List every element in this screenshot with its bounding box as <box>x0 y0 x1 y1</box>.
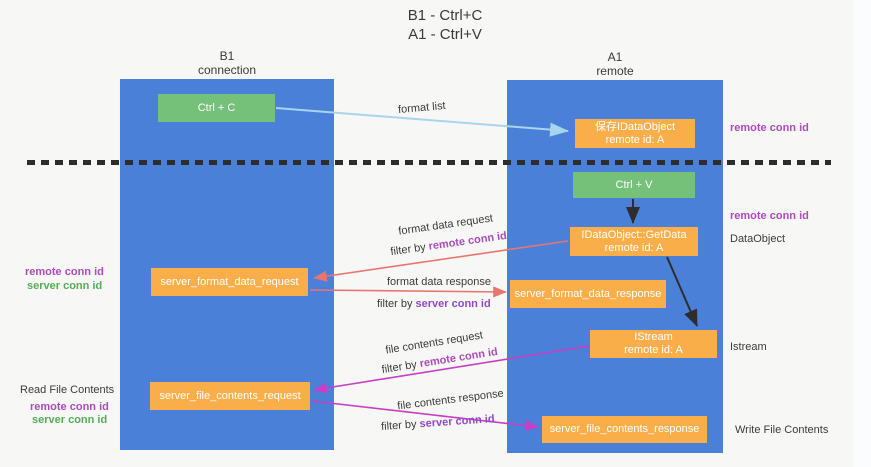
server-conn-id-label-left2: server conn id <box>32 414 108 426</box>
save-idataobject-line2: remote id: A <box>605 133 665 146</box>
read-file-contents-label: Read File Contents <box>20 384 115 396</box>
arrow-format-data-response <box>309 286 507 298</box>
server-format-data-response-node: server_format_data_response <box>510 280 666 308</box>
filter-by-text: filter by <box>377 298 416 310</box>
remote-conn-id-text: remote conn id <box>427 229 508 253</box>
column-b1-name: B1 <box>219 49 235 63</box>
window-edge <box>853 0 871 467</box>
dashed-divider <box>27 160 831 165</box>
server-file-contents-response-node: server_file_contents_response <box>542 416 707 443</box>
istream-line2: remote id: A <box>624 344 683 356</box>
filter-by-text: filter by <box>380 418 420 433</box>
dataobject-label: DataObject <box>730 233 786 245</box>
filter-by-text: filter by <box>389 240 430 259</box>
server-format-data-request-node: server_format_data_request <box>151 268 308 296</box>
diagram-title: B1 - Ctrl+C A1 - Ctrl+V <box>20 6 870 44</box>
format-list-label: format list <box>397 99 447 117</box>
idataobject-getdata-node: IDataObject::GetData remote id: A <box>570 227 698 256</box>
ctrl-c-node: Ctrl + C <box>158 94 275 122</box>
getdata-line2: remote id: A <box>604 241 664 254</box>
write-file-contents-label: Write File Contents <box>735 424 829 436</box>
remote-conn-id-label-top: remote conn id <box>730 122 809 134</box>
format-data-response-label: format data response <box>387 276 491 288</box>
getdata-line1: IDataObject::GetData <box>581 228 687 241</box>
title-line-1: B1 - Ctrl+C <box>407 7 483 24</box>
server-conn-id-label-left1: server conn id <box>27 280 103 292</box>
column-a1-subtitle: remote <box>596 64 634 78</box>
column-header-b1: B1 connection <box>120 49 334 77</box>
file-contents-response-label: file contents response <box>396 387 505 413</box>
column-header-a1: A1 remote <box>507 50 723 78</box>
filter-by-text: filter by <box>380 358 421 377</box>
column-a1-name: A1 <box>607 50 623 64</box>
ctrl-v-node: Ctrl + V <box>573 172 695 198</box>
server-conn-id-text: server conn id <box>415 298 491 310</box>
save-idataobject-node: 保存IDataObject remote id: A <box>575 119 695 148</box>
server-file-contents-request-node: server_file_contents_request <box>150 382 310 410</box>
istream-node: IStream remote id: A <box>590 330 717 358</box>
save-idataobject-line1: 保存IDataObject <box>594 120 676 133</box>
remote-conn-id-label-mid: remote conn id <box>730 210 809 222</box>
filter-by-server-label-2: filter by server conn id <box>381 413 495 433</box>
istream-line1: IStream <box>634 331 673 343</box>
server-conn-id-text: server conn id <box>419 413 495 431</box>
filter-by-server-label-1: filter by server conn id <box>377 298 491 310</box>
column-b1-subtitle: connection <box>197 63 257 77</box>
title-line-2: A1 - Ctrl+V <box>408 26 482 43</box>
remote-conn-id-label-left1: remote conn id <box>25 266 104 278</box>
istream-side-label: Istream <box>730 341 767 353</box>
remote-conn-id-label-left2: remote conn id <box>30 401 109 413</box>
